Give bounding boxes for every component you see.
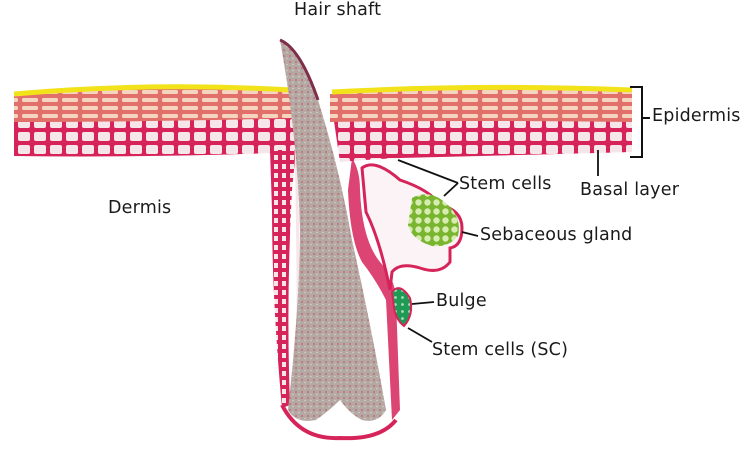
hair-shaft-shape — [279, 38, 386, 421]
sebaceous-gland-shape — [360, 163, 464, 291]
leader-lines — [397, 150, 599, 343]
bulge-shape — [390, 287, 413, 328]
hair-shaft-label: Hair shaft — [294, 0, 382, 20]
stem-cells-sc-label: Stem cells (SC) — [432, 340, 569, 360]
epidermis-band — [13, 84, 633, 162]
follicle-right-wall — [348, 158, 400, 420]
basal-layer-label: Basal layer — [580, 180, 680, 200]
stem-cells-label: Stem cells — [459, 174, 552, 194]
bulge-label: Bulge — [436, 291, 487, 311]
epidermis-bracket — [630, 86, 650, 158]
dermis-label: Dermis — [108, 198, 172, 218]
sebaceous-gland-label: Sebaceous gland — [480, 225, 633, 245]
epidermis-label: Epidermis — [652, 106, 741, 126]
